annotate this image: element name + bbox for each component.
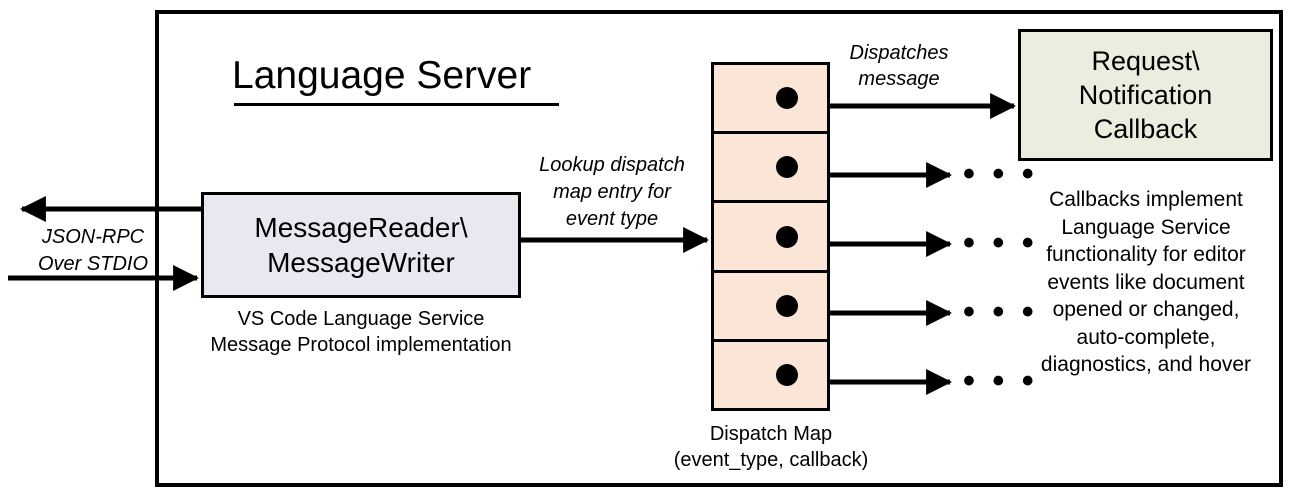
dispatch-map-row[interactable] bbox=[714, 342, 827, 408]
dispatch-map-row[interactable] bbox=[714, 65, 827, 135]
node-callback-caption: Callbacks implement Language Service fun… bbox=[1040, 188, 1252, 376]
ellipsis-row-2: • • • bbox=[963, 155, 1038, 193]
entry-dot-icon bbox=[776, 225, 798, 248]
entry-dot-icon bbox=[776, 363, 798, 386]
language-server-frame bbox=[155, 10, 1283, 487]
node-message-reader-caption: VS Code Language Service Message Protoco… bbox=[210, 308, 512, 356]
entry-dot-icon bbox=[776, 156, 798, 179]
edge-label-dispatches-message: Dispatches message bbox=[849, 42, 949, 90]
dispatch-map-row[interactable] bbox=[714, 273, 827, 342]
node-dispatch-map[interactable] bbox=[711, 62, 830, 411]
node-dispatch-map-caption: Dispatch Map (event_type, callback) bbox=[673, 423, 869, 471]
dispatch-map-row[interactable] bbox=[714, 203, 827, 273]
edge-label-lookup-dispatch: Lookup dispatch map entry for event type bbox=[539, 154, 685, 230]
dispatch-map-row[interactable] bbox=[714, 134, 827, 204]
edge-label-jsonrpc-stdio: JSON-RPC Over STDIO bbox=[37, 226, 148, 275]
entry-dot-icon bbox=[776, 87, 798, 110]
page-title-underline bbox=[234, 103, 559, 106]
page-title: Language Server bbox=[232, 54, 532, 97]
node-request-notification-callback[interactable]: Request\ Notification Callback bbox=[1018, 29, 1273, 161]
entry-dot-icon bbox=[776, 294, 798, 317]
node-message-reader-writer[interactable]: MessageReader\ MessageWriter bbox=[201, 192, 521, 298]
